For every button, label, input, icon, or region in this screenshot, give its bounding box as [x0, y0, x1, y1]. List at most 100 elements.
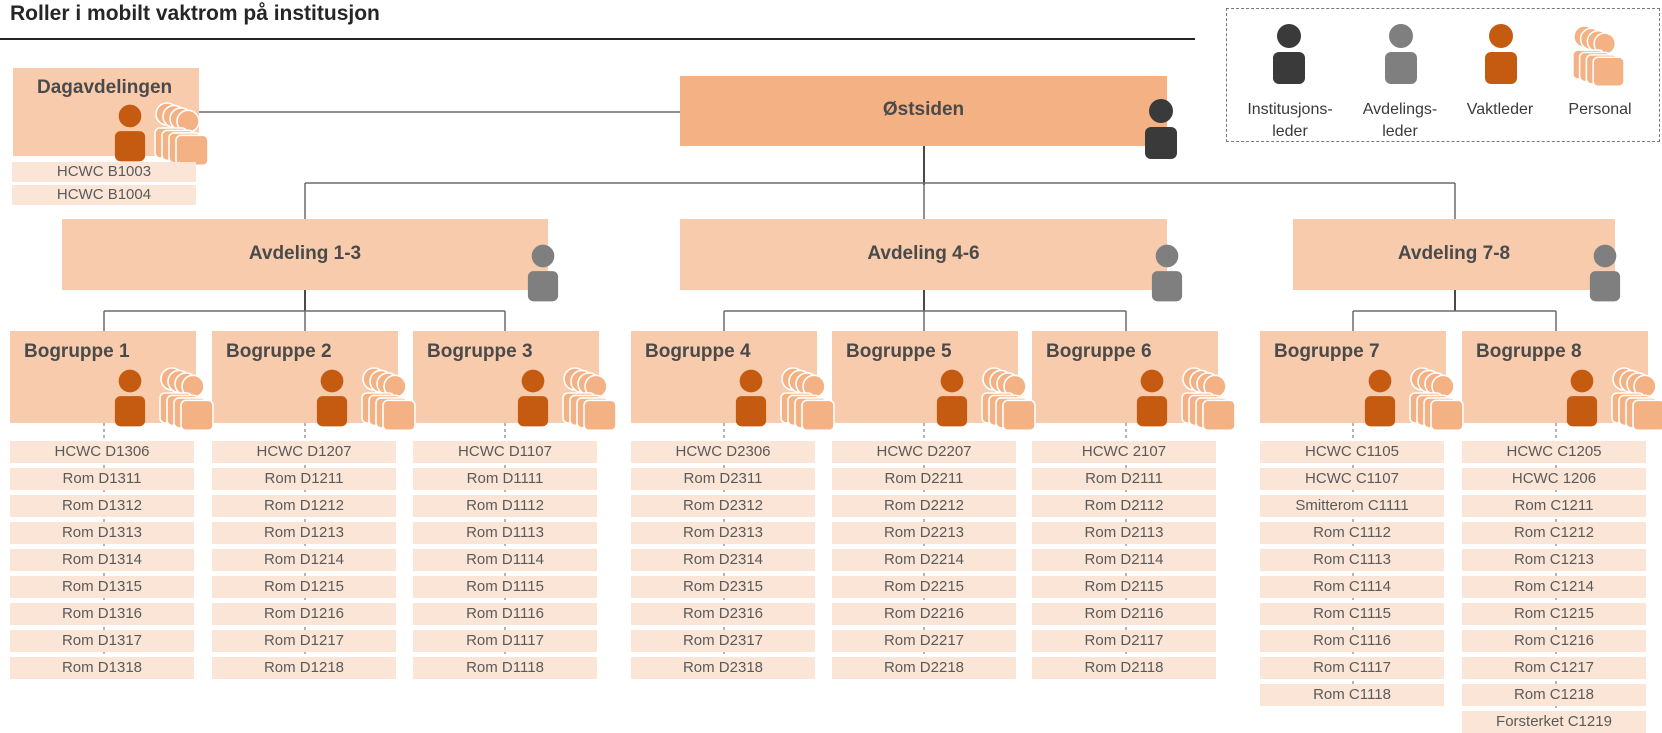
room-item: Rom D1311 — [10, 468, 194, 490]
room-item: Rom D1216 — [212, 603, 396, 625]
room-item: Rom D2218 — [832, 657, 1016, 679]
institution-leader-icon — [1271, 23, 1307, 90]
room-item: Rom D2217 — [832, 630, 1016, 652]
staff-group-icon — [978, 365, 1036, 436]
room-item: Rom D1218 — [212, 657, 396, 679]
room-item: Rom D2215 — [832, 576, 1016, 598]
room-item: Rom C1115 — [1260, 603, 1444, 625]
shift-leader-icon — [113, 367, 147, 434]
room-item: Rom C1218 — [1462, 684, 1646, 706]
staff-group-icon — [1608, 365, 1662, 436]
room-item: HCWC 2107 — [1032, 441, 1216, 463]
staff-group-icon — [1406, 365, 1464, 436]
room-item: Rom D2211 — [832, 468, 1016, 490]
room-item: Rom D1315 — [10, 576, 194, 598]
room-item: Rom D2115 — [1032, 576, 1216, 598]
root-node-ostsiden: Østsiden — [680, 76, 1167, 146]
staff-group-icon — [151, 100, 209, 171]
node-title: Bogruppe 7 — [1274, 341, 1380, 362]
room-item: Rom C1212 — [1462, 522, 1646, 544]
department-leader-icon — [1150, 243, 1184, 308]
room-item: Rom D2112 — [1032, 495, 1216, 517]
room-item: Rom D1113 — [413, 522, 597, 544]
room-item: Rom D2213 — [832, 522, 1016, 544]
room-item: Rom D2114 — [1032, 549, 1216, 571]
staff-group-icon — [559, 365, 617, 436]
title-underline — [0, 38, 1195, 40]
shift-leader-icon — [1483, 23, 1519, 90]
room-item: HCWC D2306 — [631, 441, 815, 463]
department-node: Avdeling 7-8 — [1293, 219, 1615, 290]
room-item: HCWC 1206 — [1462, 468, 1646, 490]
room-item: HCWC D1306 — [10, 441, 194, 463]
room-item: Rom D1211 — [212, 468, 396, 490]
shift-leader-icon — [935, 367, 969, 434]
room-item: Rom C1114 — [1260, 576, 1444, 598]
room-item: Forsterket C1219 — [1462, 711, 1646, 733]
department-leader-icon — [1383, 23, 1419, 90]
room-item: HCWC B1003 — [12, 162, 196, 182]
room-item: Rom C1217 — [1462, 657, 1646, 679]
legend: Institusjons- leder Avdelings- leder Vak… — [1226, 8, 1660, 142]
room-item: HCWC D1107 — [413, 441, 597, 463]
room-item: Rom D2311 — [631, 468, 815, 490]
node-title: Bogruppe 8 — [1476, 341, 1582, 362]
room-item: Rom D1112 — [413, 495, 597, 517]
page-title: Roller i mobilt vaktrom på institusjon — [10, 2, 380, 25]
shift-leader-icon — [1363, 367, 1397, 434]
room-item: Rom D1313 — [10, 522, 194, 544]
room-item: Rom D2216 — [832, 603, 1016, 625]
staff-group-icon — [156, 365, 214, 436]
room-item: Rom D1111 — [413, 468, 597, 490]
room-item: HCWC C1205 — [1462, 441, 1646, 463]
room-item: HCWC D2207 — [832, 441, 1016, 463]
room-item: Rom D2316 — [631, 603, 815, 625]
room-item: Rom C1216 — [1462, 630, 1646, 652]
room-item: HCWC C1107 — [1260, 468, 1444, 490]
room-item: Rom C1118 — [1260, 684, 1444, 706]
room-item: Rom C1214 — [1462, 576, 1646, 598]
node-title: Bogruppe 5 — [846, 341, 952, 362]
node-title: Østsiden — [882, 99, 965, 120]
department-leader-icon — [526, 243, 560, 308]
node-title: Avdeling 1-3 — [248, 243, 362, 264]
room-item: HCWC B1004 — [12, 185, 196, 205]
node-title: Bogruppe 2 — [226, 341, 332, 362]
room-item: Rom D1118 — [413, 657, 597, 679]
room-item: Rom D1213 — [212, 522, 396, 544]
room-item: Rom C1116 — [1260, 630, 1444, 652]
room-item: Rom C1117 — [1260, 657, 1444, 679]
legend-label: Institusjons- leder — [1247, 101, 1333, 140]
room-item: Rom C1113 — [1260, 549, 1444, 571]
room-item: Rom D1312 — [10, 495, 194, 517]
room-item: Rom D2315 — [631, 576, 815, 598]
shift-leader-icon — [113, 102, 147, 169]
node-title: Bogruppe 4 — [645, 341, 751, 362]
staff-group-icon — [1178, 365, 1236, 436]
room-item: HCWC D1207 — [212, 441, 396, 463]
staff-group-icon — [358, 365, 416, 436]
node-title: Bogruppe 3 — [427, 341, 533, 362]
room-item: Smitterom C1111 — [1260, 495, 1444, 517]
room-item: Rom D2212 — [832, 495, 1016, 517]
room-item: Rom D2214 — [832, 549, 1016, 571]
room-item: Rom D1316 — [10, 603, 194, 625]
room-item: Rom D1117 — [413, 630, 597, 652]
room-item: Rom C1211 — [1462, 495, 1646, 517]
department-node: Avdeling 1-3 — [62, 219, 548, 290]
room-item: Rom D2111 — [1032, 468, 1216, 490]
legend-label: Vaktleder — [1466, 101, 1534, 118]
room-item: Rom D1116 — [413, 603, 597, 625]
room-item: Rom D2312 — [631, 495, 815, 517]
room-item: Rom D1114 — [413, 549, 597, 571]
room-item: Rom D1212 — [212, 495, 396, 517]
room-item: Rom D1217 — [212, 630, 396, 652]
room-item: Rom C1213 — [1462, 549, 1646, 571]
room-item: Rom C1112 — [1260, 522, 1444, 544]
staff-group-icon — [1569, 23, 1625, 92]
node-title: Bogruppe 6 — [1046, 341, 1152, 362]
room-item: Rom D2118 — [1032, 657, 1216, 679]
room-item: Rom D2313 — [631, 522, 815, 544]
legend-label: Personal — [1568, 101, 1632, 118]
room-item: HCWC C1105 — [1260, 441, 1444, 463]
